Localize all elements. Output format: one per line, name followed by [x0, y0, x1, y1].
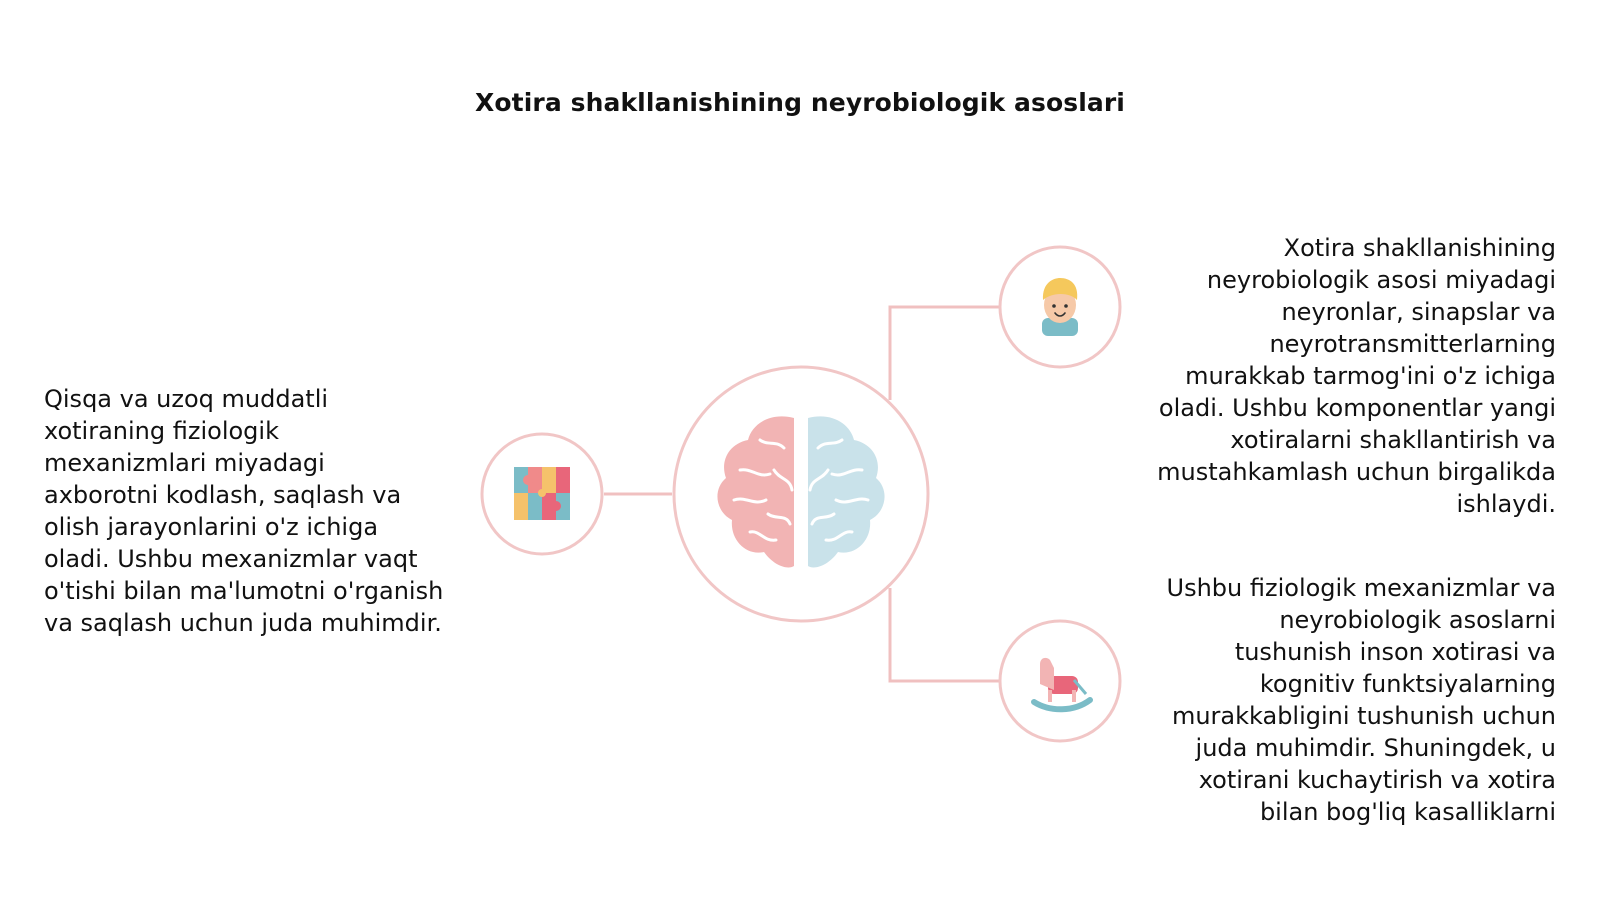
- page-title: Xotira shakllanishining neyrobiologik as…: [475, 88, 1125, 117]
- connector-lines: [604, 305, 1000, 683]
- text-right-bottom: Ushbu fiziologik mexanizmlar va neyrobio…: [1166, 574, 1556, 826]
- top-right-node: [998, 245, 1122, 369]
- left-node: [480, 432, 604, 556]
- rocking-horse-icon: [1031, 657, 1093, 713]
- child-face-icon: [1042, 278, 1078, 336]
- brain-icon: [717, 416, 885, 568]
- connector-top-right: [888, 305, 1000, 400]
- text-left: Qisqa va uzoq muddatli xotiraning fiziol…: [44, 385, 444, 637]
- text-right-top: Xotira shakllanishining neyrobiologik as…: [1157, 234, 1556, 518]
- connector-bottom-right: [888, 588, 1000, 683]
- bottom-right-node: [998, 619, 1122, 743]
- center-node: [672, 365, 930, 623]
- puzzle-icon: [514, 467, 570, 520]
